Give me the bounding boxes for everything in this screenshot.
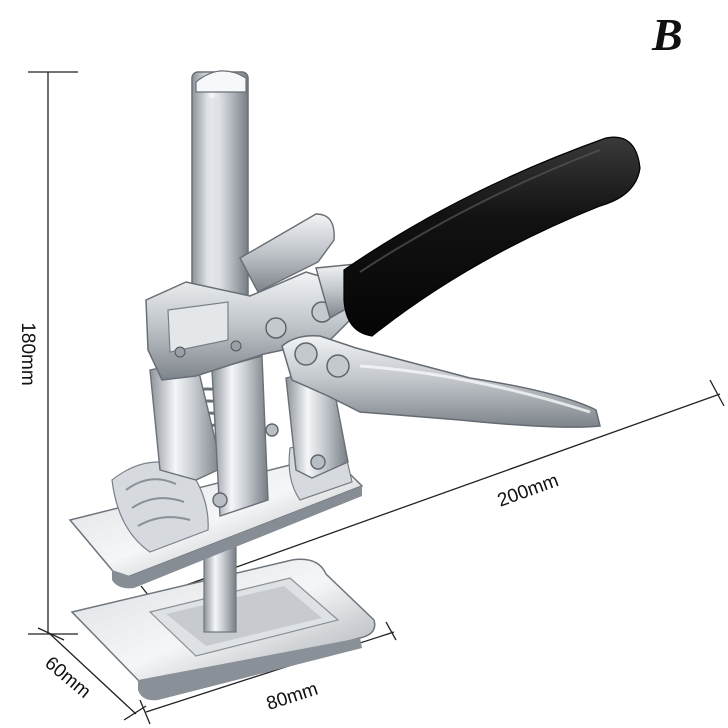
corner-letter: B: [651, 9, 683, 60]
lifting-plate: [68, 444, 364, 589]
squeeze-lever: [281, 334, 601, 428]
side-brackets: [149, 355, 349, 517]
width-dimension-label: 80mm: [264, 679, 321, 715]
length-dimension-label: 200mm: [495, 470, 562, 511]
depth-dimension-label: 60mm: [41, 653, 95, 703]
height-dimension-label: 180mm: [17, 322, 38, 385]
rack-bar: [191, 70, 249, 303]
lever-head: [145, 213, 353, 381]
upper-handle: [315, 136, 641, 337]
